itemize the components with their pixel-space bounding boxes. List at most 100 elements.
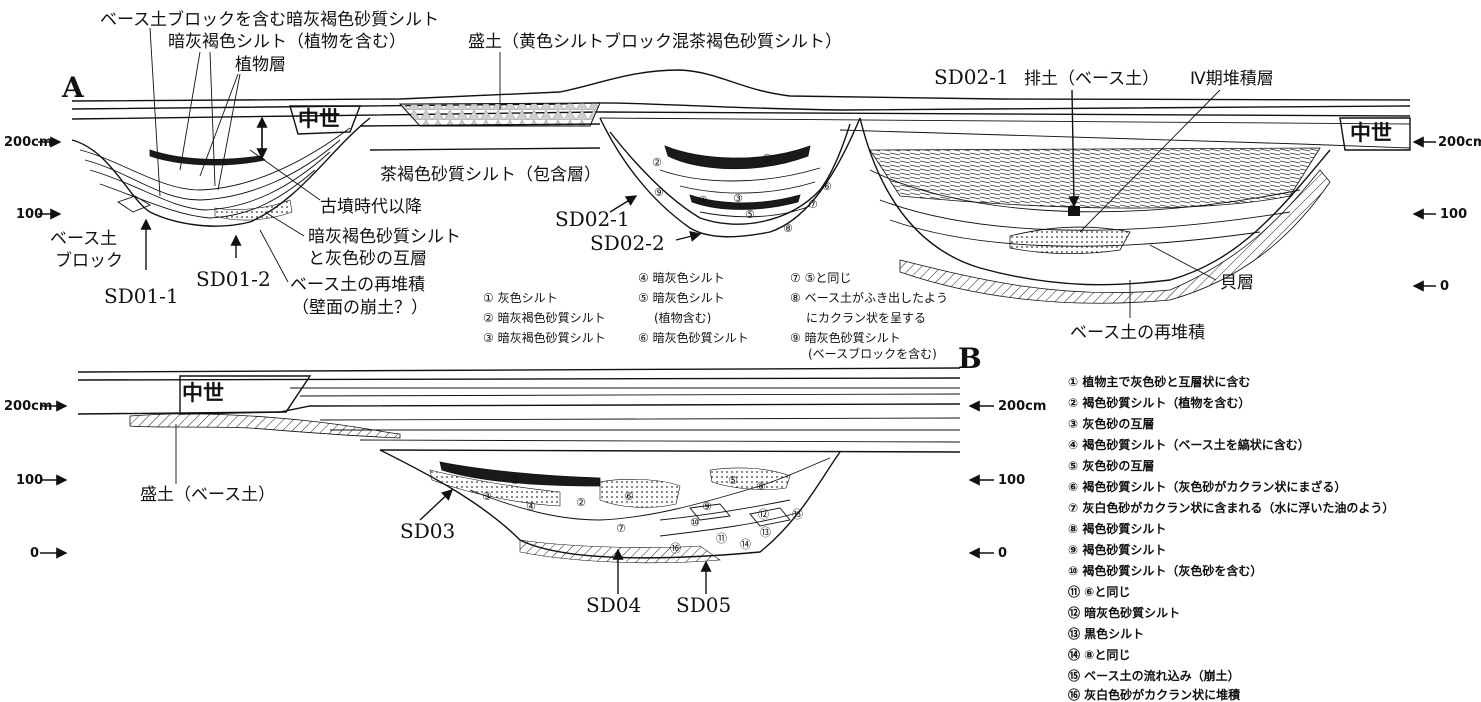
- scale-a-left-200: 200cm: [4, 135, 52, 150]
- scale-b-left-200: 200cm: [4, 399, 52, 414]
- redeposit-hatch-right: [899, 169, 1331, 304]
- a-num-3: ③: [733, 192, 743, 205]
- scale-b-left: 200cm 100 0: [4, 399, 68, 561]
- panel-b-label: B: [958, 342, 982, 375]
- section-a: A: [4, 9, 1481, 361]
- b-num-16: ⑯: [670, 542, 681, 555]
- label-sd02-1-top: SD02-1: [934, 65, 1009, 89]
- a-num-2: ②: [652, 156, 662, 169]
- sd03-dotted-layer: [429, 469, 561, 507]
- label-shell: 貝層: [1220, 273, 1254, 293]
- scale-b-right: 200cm 100 0: [968, 399, 1046, 561]
- scale-b-left-100: 100: [16, 473, 43, 488]
- label-sd04: SD04: [586, 593, 641, 617]
- sd02-dark-layer: [664, 145, 811, 170]
- legend-b-16: ⑯ 灰白色砂がカクラン状に堆積: [1068, 687, 1241, 702]
- fill-layer-pattern: [398, 102, 601, 127]
- legend-a-9b: (ベースブロックを含む): [808, 346, 937, 361]
- legend-a-8: ⑧ ベース土がふき出したよう: [790, 290, 948, 305]
- medieval-block-left: [289, 105, 362, 135]
- label-plant-layer: 植物層: [235, 55, 286, 75]
- b-num-14: ⑭: [740, 538, 751, 551]
- a-num-1: ①: [762, 152, 772, 165]
- legend-b-9: ⑨ 褐色砂質シルト: [1068, 542, 1166, 557]
- label-period4: Ⅳ期堆積層: [1190, 69, 1274, 89]
- section-a-horizon-1: [71, 102, 1411, 111]
- label-interbedded-2: と灰色砂の互層: [308, 249, 427, 269]
- label-sd01-2: SD01-2: [196, 267, 271, 291]
- label-medieval-left: 中世: [298, 107, 340, 131]
- legend-b-12: ⑫ 暗灰色砂質シルト: [1068, 605, 1180, 620]
- label-fill-top: 盛土（黄色シルトブロック混茶褐色砂質シルト）: [468, 31, 842, 52]
- legend-a-2: ② 暗灰褐色砂質シルト: [483, 310, 606, 325]
- label-medieval-b: 中世: [182, 381, 224, 405]
- scale-b-left-0: 0: [30, 546, 39, 561]
- label-sd05: SD05: [676, 593, 731, 617]
- legend-b-1: ① 植物主で灰色砂と互層状に含む: [1068, 374, 1250, 389]
- label-brown-sandy-silt: 茶褐色砂質シルト（包含層）: [380, 165, 601, 185]
- legend-b-14: ⑭ ⑧と同じ: [1068, 647, 1130, 662]
- b-num-11: ⑪: [716, 532, 727, 545]
- sd01-interbedded-dots: [214, 199, 293, 221]
- legend-b-5: ⑤ 灰色砂の互層: [1068, 458, 1154, 473]
- b-num-5: ⑤: [728, 474, 738, 487]
- b-num-4: ④: [526, 500, 536, 513]
- label-sd02-2: SD02-2: [590, 231, 665, 255]
- legend-b-15: ⑮ ベース土の流れ込み（崩土）: [1068, 668, 1240, 683]
- b-num-1: ①: [510, 474, 520, 487]
- legend-a-9: ⑨ 暗灰色砂質シルト: [790, 330, 901, 345]
- scale-a-right-100: 100: [1440, 207, 1467, 222]
- legend-b-13: ⑬ 黒色シルト: [1068, 626, 1144, 641]
- legend-a-5: ⑤ 暗灰色シルト: [638, 290, 725, 305]
- a-num-8: ⑧: [783, 222, 793, 235]
- medieval-block-right: [1339, 117, 1411, 151]
- b-num-7: ⑦: [616, 522, 626, 535]
- shell-layer: [1009, 226, 1131, 254]
- plant-layer-band: [149, 149, 266, 166]
- a-num-7: ⑦: [808, 198, 818, 211]
- section-b: B 200cm 100 0: [4, 342, 1394, 702]
- b-num-10: ⑩: [690, 516, 700, 529]
- a-num-6: ⑥: [822, 180, 832, 193]
- scale-a-right-200: 200cm: [1438, 135, 1481, 150]
- legend-b-2: ② 褐色砂質シルト（植物を含む）: [1068, 395, 1250, 410]
- legend-b-8: ⑧ 褐色砂質シルト: [1068, 521, 1166, 536]
- label-medieval-right: 中世: [1350, 121, 1392, 145]
- scale-b-right-100: 100: [998, 473, 1025, 488]
- b-num-3: ③: [482, 490, 492, 503]
- label-dark-gray-brown-silt: 暗灰褐色シルト（植物を含む）: [168, 32, 406, 52]
- legend-a-7: ⑦ ⑤と同じ: [790, 271, 851, 285]
- panel-a-label: A: [61, 71, 85, 104]
- legend-b-10: ⑩ 褐色砂質シルト（灰色砂を含む）: [1068, 563, 1262, 578]
- b-num-8: ⑧: [756, 480, 766, 493]
- sd03-dotted-layer-3: [709, 467, 791, 490]
- label-spoil: 排土（ベース土）: [1024, 69, 1159, 89]
- legend-b: ① 植物主で灰色砂と互層状に含む ② 褐色砂質シルト（植物を含む） ③ 灰色砂の…: [1068, 374, 1394, 702]
- sd02-ditch-outline: [599, 117, 861, 238]
- b-num-15: ⑮: [792, 508, 803, 521]
- sd01-ditch-outline: [71, 117, 371, 227]
- scale-b-right-200: 200cm: [998, 399, 1046, 414]
- label-fill-base: 盛土（ベース土）: [140, 485, 275, 505]
- section-b-surface: [77, 367, 961, 373]
- label-kofun-later: 古墳時代以降: [320, 197, 422, 217]
- medieval-block-b: [179, 375, 312, 415]
- a-num-5: ⑤: [745, 208, 755, 221]
- label-base-block-2: ブロック: [55, 250, 123, 271]
- period4-marker: [1068, 206, 1080, 216]
- label-redeposit-2: （壁面の崩土？）: [292, 298, 428, 318]
- legend-b-4: ④ 褐色砂質シルト（ベース土を縞状に含む）: [1068, 437, 1310, 452]
- sd03-dotted-layer-2: [599, 479, 681, 508]
- legend-b-6: ⑥ 褐色砂質シルト（灰色砂がカクラン状にまざる）: [1068, 479, 1346, 494]
- legend-a: ① 灰色シルト ② 暗灰褐色砂質シルト ③ 暗灰褐色砂質シルト ④ 暗灰色シルト…: [483, 270, 948, 361]
- legend-b-3: ③ 灰色砂の互層: [1068, 416, 1154, 431]
- a-num-9: ⑨: [654, 186, 664, 199]
- b-num-6: ⑥: [624, 490, 634, 503]
- label-sd03: SD03: [400, 519, 455, 543]
- fill-base-hatch-b: [129, 413, 401, 439]
- legend-a-8b: にカクラン状を呈する: [806, 311, 926, 325]
- b-num-13: ⑬: [760, 526, 771, 539]
- label-interbedded: 暗灰褐色砂質シルト: [308, 227, 461, 247]
- b-num-9: ⑨: [702, 500, 712, 513]
